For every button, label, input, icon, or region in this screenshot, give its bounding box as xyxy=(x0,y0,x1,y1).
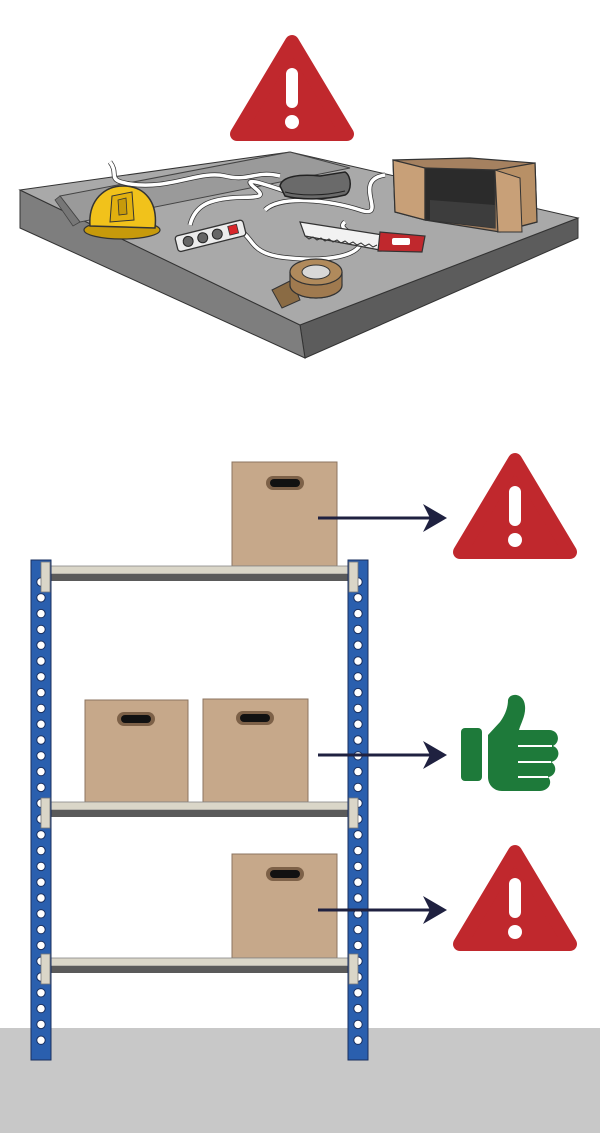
upright-hole xyxy=(36,656,46,666)
upright-hole xyxy=(353,593,363,603)
cardboard-box-icon xyxy=(392,157,538,233)
upright-hole xyxy=(353,608,363,619)
upright-hole xyxy=(36,703,46,714)
upright-hole xyxy=(353,766,363,777)
upright-hole xyxy=(36,624,46,635)
upright-hole xyxy=(36,909,46,919)
upright-hole xyxy=(36,1019,46,1030)
upright-hole xyxy=(36,988,46,998)
upright-hole xyxy=(353,940,363,951)
upright-hole xyxy=(36,735,46,745)
shoe-icon xyxy=(279,171,351,200)
upright-hole xyxy=(353,988,363,998)
box-top xyxy=(231,461,338,567)
upright-hole xyxy=(36,751,46,761)
box-middle-right xyxy=(202,698,309,803)
upright-hole xyxy=(353,861,363,872)
upright-hole xyxy=(353,640,363,650)
warning-icon xyxy=(460,852,570,944)
upright-hole xyxy=(353,656,363,666)
power-strip-icon xyxy=(174,219,247,253)
upright-hole xyxy=(36,940,46,951)
tape-roll-icon xyxy=(271,258,343,309)
arrow-bottom xyxy=(318,896,447,924)
upright-hole xyxy=(36,687,46,698)
warning-icon xyxy=(237,42,347,134)
upright-hole xyxy=(353,1019,363,1030)
upright-hole xyxy=(36,877,46,887)
upright-hole xyxy=(353,924,363,935)
upright-hole xyxy=(36,924,46,935)
arrow-middle xyxy=(318,741,447,769)
upright-hole xyxy=(353,845,363,856)
warning-icon xyxy=(460,460,570,552)
upright-hole xyxy=(36,1035,46,1045)
upright-hole xyxy=(36,830,46,840)
upright-hole xyxy=(353,624,363,635)
upright-hole xyxy=(36,608,46,619)
upright-hole xyxy=(36,593,46,603)
upright-hole xyxy=(353,1035,363,1045)
thumbs-up-icon xyxy=(461,694,559,791)
box-middle-left xyxy=(84,699,189,803)
upright-hole xyxy=(36,1003,46,1014)
upright-hole xyxy=(353,893,363,903)
saw-icon xyxy=(299,221,426,253)
upright-hole xyxy=(353,1003,363,1014)
upright-hole xyxy=(353,735,363,745)
upright-hole xyxy=(353,877,363,887)
upright-hole xyxy=(353,672,363,682)
upright-hole xyxy=(353,687,363,698)
upright-hole xyxy=(36,893,46,903)
upright-hole xyxy=(36,640,46,650)
beam-connectors xyxy=(40,561,359,985)
upright-hole xyxy=(36,861,46,872)
box-bottom xyxy=(231,853,338,959)
hard-hat-icon xyxy=(83,185,161,240)
upright-hole xyxy=(36,845,46,856)
upright-hole xyxy=(353,703,363,714)
upright-hole xyxy=(36,766,46,777)
arrow-top xyxy=(318,504,447,532)
upright-hole xyxy=(353,719,363,729)
upright-hole xyxy=(36,782,46,793)
upright-hole xyxy=(36,672,46,682)
upright-hole xyxy=(36,719,46,729)
upright-hole xyxy=(353,830,363,840)
upright-hole xyxy=(353,782,363,793)
floor xyxy=(0,1028,600,1133)
